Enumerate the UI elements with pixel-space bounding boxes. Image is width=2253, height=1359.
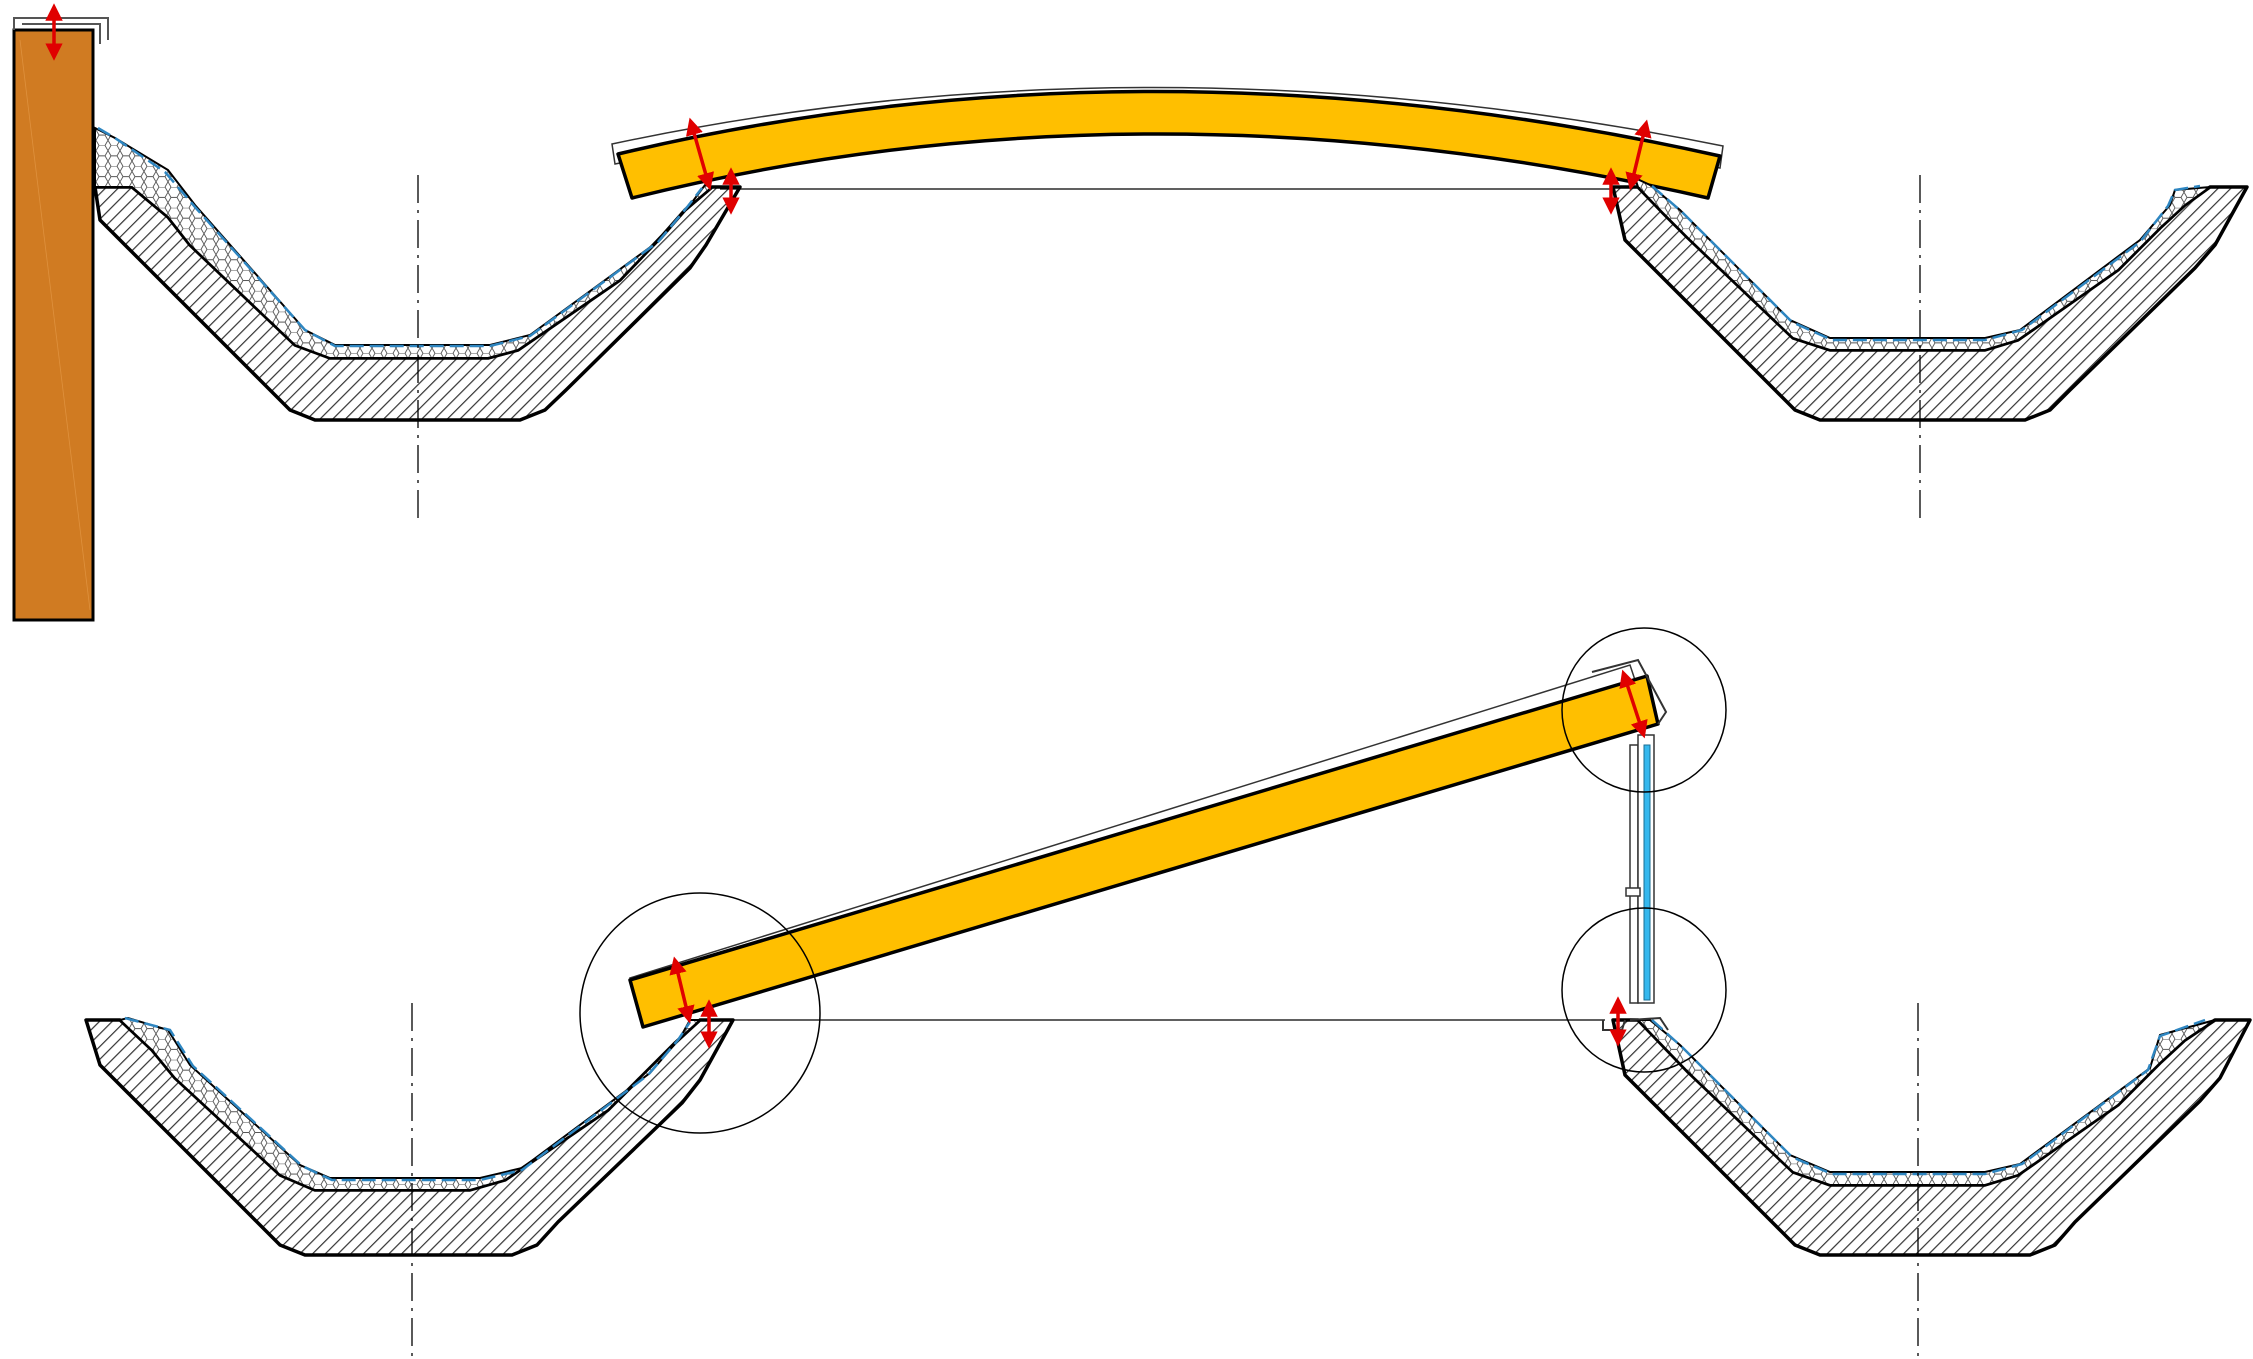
double-headed-arrow-icon bbox=[1625, 119, 1652, 191]
detail-callouts bbox=[579, 627, 1727, 1134]
double-headed-arrow-icon bbox=[669, 956, 695, 1024]
gutter-left-lower bbox=[84, 1003, 735, 1359]
curved-roof-beam bbox=[611, 86, 1724, 200]
upper-section bbox=[12, 3, 2249, 622]
circle-callout-icon bbox=[1561, 907, 1727, 1073]
double-headed-arrow-icon bbox=[685, 117, 715, 191]
sloped-roof-beam bbox=[628, 658, 1668, 1029]
circle-callout-icon bbox=[1561, 627, 1727, 793]
vent-arrows-upper bbox=[45, 3, 1652, 215]
lower-section bbox=[84, 627, 2252, 1359]
double-headed-arrow-icon bbox=[1619, 669, 1648, 739]
wall-column bbox=[12, 17, 109, 622]
gutter-right-upper bbox=[1611, 175, 2249, 525]
glazing-panel bbox=[1625, 734, 1655, 1004]
circle-callout-icon bbox=[579, 892, 821, 1134]
gutter-right-lower bbox=[1602, 1003, 2252, 1359]
vent-arrows-lower bbox=[669, 669, 1648, 1049]
